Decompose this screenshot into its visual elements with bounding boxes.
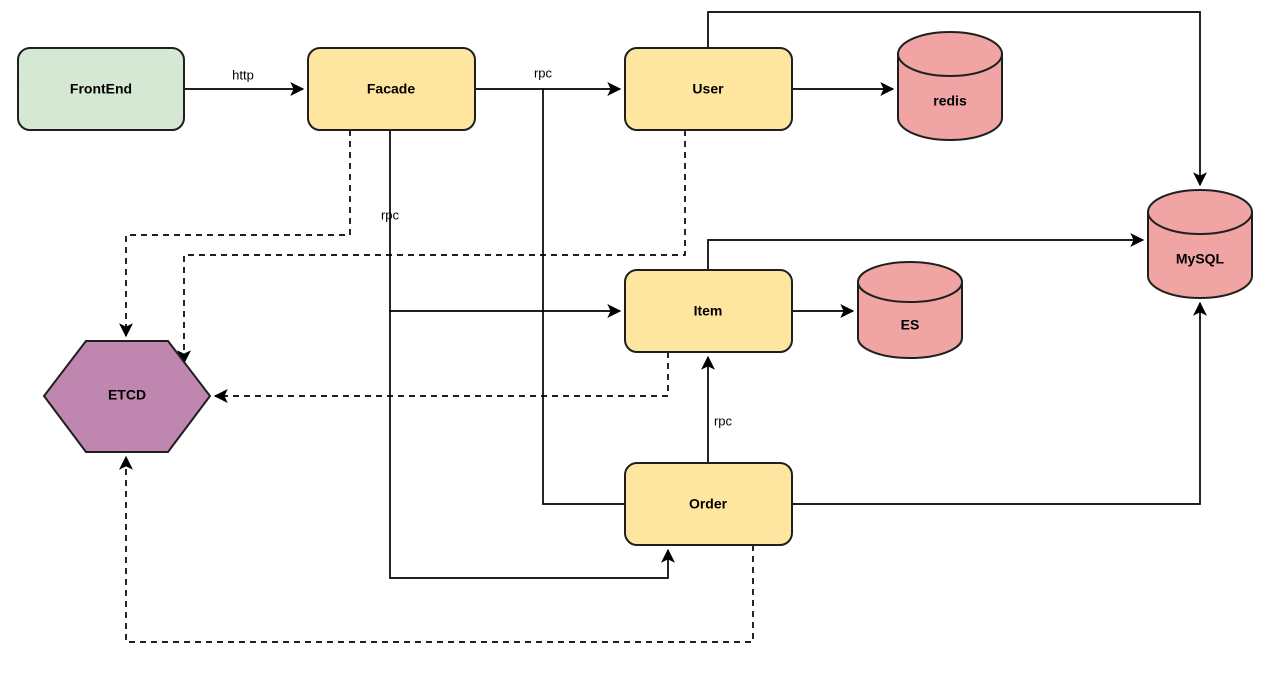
node-label-item: Item [694, 303, 723, 319]
edge-order-to-item: rpc [700, 355, 733, 463]
edge-user-to-mysql [707, 11, 1208, 187]
node-frontend[interactable]: FrontEnd [17, 47, 185, 131]
edge-item-to-etcd [213, 352, 669, 404]
edge-item-to-mysql [707, 232, 1145, 270]
node-user[interactable]: User [624, 47, 793, 131]
edge-label-rpc-facade-item: rpc [381, 207, 400, 222]
edge-user-to-etcd [176, 130, 686, 365]
node-label-order: Order [689, 496, 728, 512]
node-label-redis: redis [933, 93, 967, 109]
edge-label-rpc-facade-user: rpc [534, 65, 553, 80]
edge-label-http: http [232, 67, 254, 82]
node-label-facade: Facade [367, 81, 415, 97]
edge-facade-to-etcd [118, 130, 351, 338]
node-mysql[interactable]: MySQL [1147, 189, 1253, 299]
edge-label-rpc-order-item: rpc [714, 413, 733, 428]
node-facade[interactable]: Facade [307, 47, 476, 131]
node-label-etcd: ETCD [108, 387, 146, 403]
node-label-user: User [692, 81, 724, 97]
node-item[interactable]: Item [624, 269, 793, 353]
edge-facade-to-item: rpc [381, 130, 622, 319]
edge-order-to-etcd [118, 455, 754, 643]
node-etcd[interactable]: ETCD [42, 340, 212, 453]
node-redis[interactable]: redis [897, 31, 1003, 141]
node-label-es: ES [901, 317, 920, 333]
node-label-frontend: FrontEnd [70, 81, 132, 97]
node-order[interactable]: Order [624, 462, 793, 546]
node-label-mysql: MySQL [1176, 251, 1225, 267]
edge-frontend-to-facade: http [184, 67, 305, 97]
edge-facade-to-user: rpc [475, 65, 622, 97]
edge-facade-to-order [542, 89, 625, 505]
node-es[interactable]: ES [857, 261, 963, 359]
edge-order-to-mysql [792, 301, 1208, 505]
edge-order-to-facade-return [389, 311, 676, 579]
